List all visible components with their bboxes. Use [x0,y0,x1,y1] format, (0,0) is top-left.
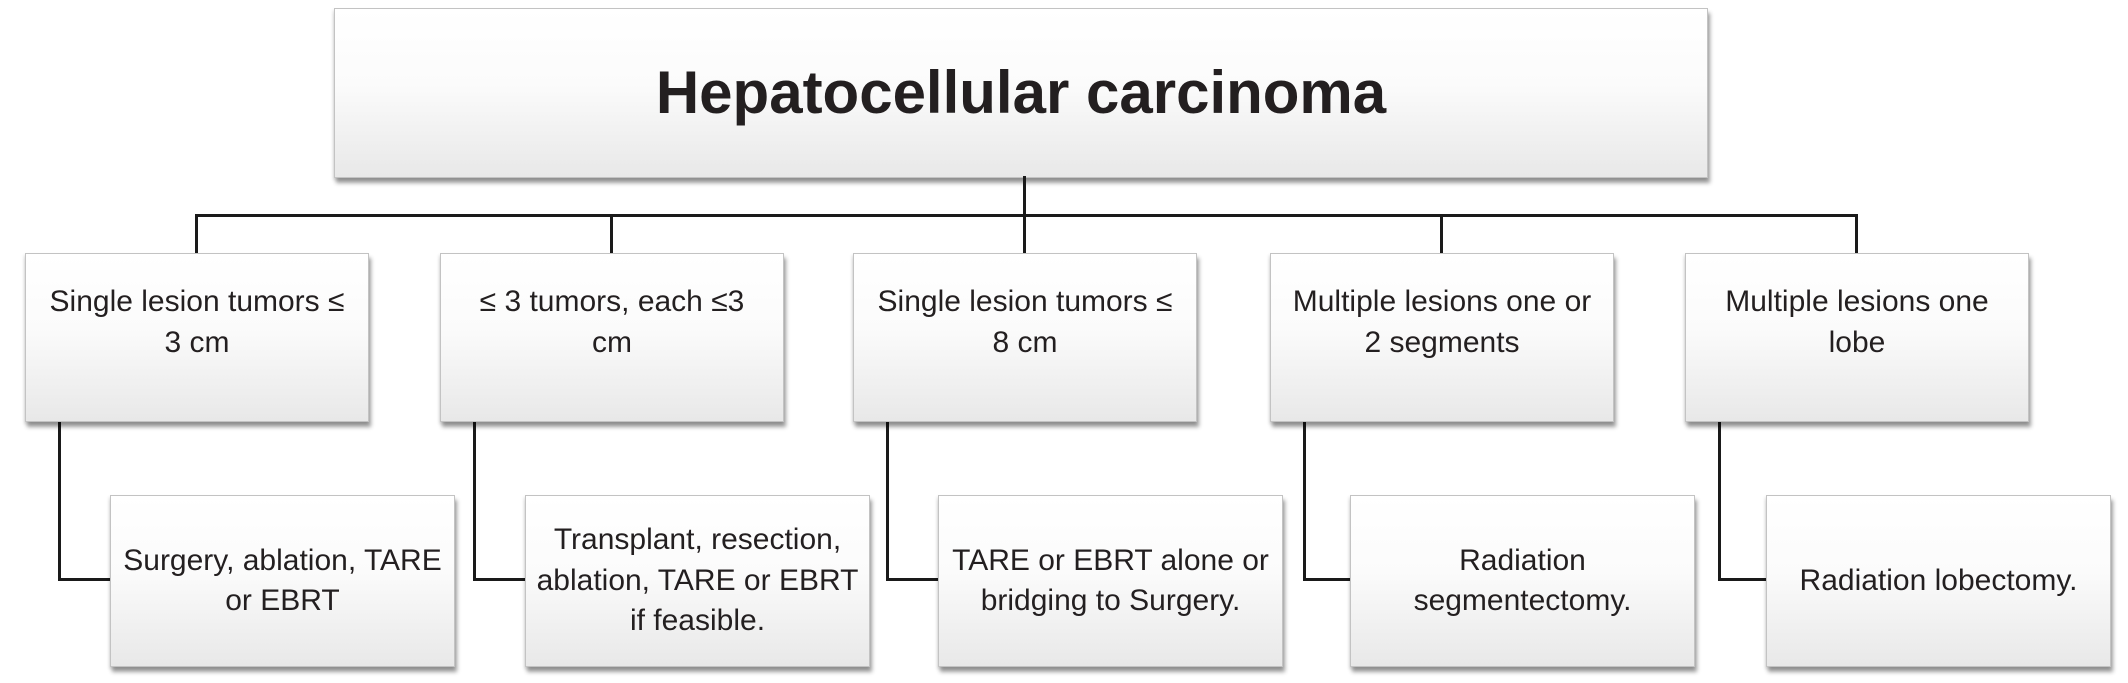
elbow-horizontal-1 [58,578,112,581]
elbow-vertical-5 [1718,420,1721,581]
elbow-vertical-2 [473,420,476,581]
treatment-node-2: Transplant, resection, ablation, TARE or… [525,495,870,667]
drop-connector-4 [1440,214,1443,255]
treatment-node-3-label: TARE or EBRT alone or bridging to Surger… [952,543,1269,618]
rail-connector [195,214,1858,217]
elbow-horizontal-4 [1303,578,1352,581]
condition-node-5-label: Multiple lesions one lobe [1725,285,1989,359]
treatment-node-5: Radiation lobectomy. [1766,495,2111,667]
condition-node-4-label: Multiple lesions one or 2 segments [1292,285,1592,359]
condition-node-3: Single lesion tumors ≤ 8 cm [853,253,1197,422]
condition-node-1: Single lesion tumors ≤ 3 cm [25,253,369,422]
drop-connector-1 [195,214,198,255]
condition-node-3-label: Single lesion tumors ≤ 8 cm [877,285,1173,359]
condition-node-2-label: ≤ 3 tumors, each ≤3 cm [479,285,745,359]
elbow-horizontal-5 [1718,578,1768,581]
treatment-node-4-label: Radiation segmentectomy. [1413,543,1632,618]
condition-node-4: Multiple lesions one or 2 segments [1270,253,1614,422]
elbow-horizontal-2 [473,578,527,581]
root-node-label: Hepatocellular carcinoma [655,59,1387,126]
drop-connector-5 [1855,214,1858,255]
treatment-node-3: TARE or EBRT alone or bridging to Surger… [938,495,1283,667]
root-node: Hepatocellular carcinoma [334,8,1708,178]
condition-node-1-label: Single lesion tumors ≤ 3 cm [49,285,345,359]
drop-connector-2 [610,214,613,255]
root-stub-connector [1023,176,1026,217]
condition-node-2: ≤ 3 tumors, each ≤3 cm [440,253,784,422]
treatment-node-2-label: Transplant, resection, ablation, TARE or… [536,523,859,638]
treatment-node-1-label: Surgery, ablation, TARE or EBRT [123,543,442,618]
elbow-vertical-4 [1303,420,1306,581]
treatment-node-4: Radiation segmentectomy. [1350,495,1695,667]
treatment-node-1: Surgery, ablation, TARE or EBRT [110,495,455,667]
elbow-vertical-3 [886,420,889,581]
elbow-horizontal-3 [886,578,940,581]
elbow-vertical-1 [58,420,61,581]
treatment-node-5-label: Radiation lobectomy. [1799,563,2078,597]
drop-connector-3 [1023,214,1026,255]
condition-node-5: Multiple lesions one lobe [1685,253,2029,422]
